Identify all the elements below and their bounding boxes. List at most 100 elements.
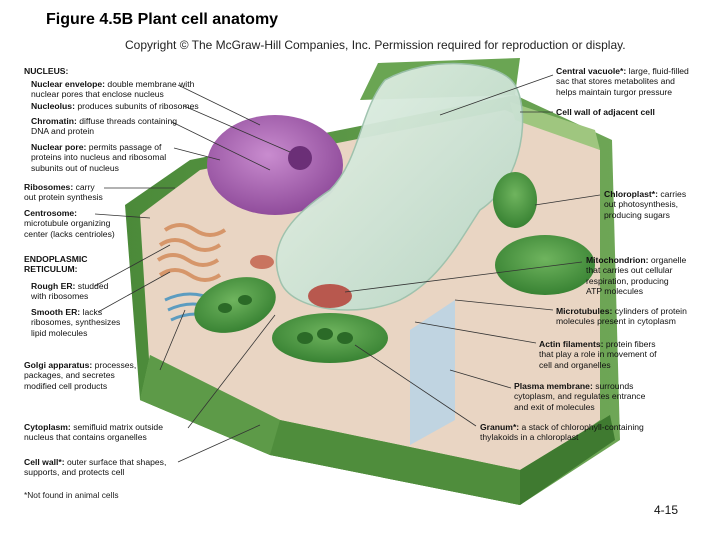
plasma-membrane (410, 300, 455, 445)
er-header-line: RETICULUM: (24, 264, 78, 275)
label-desc: large, fluid-filled (628, 66, 689, 76)
label-name: Nucleolus: (31, 101, 75, 111)
label-desc: produces subunits of ribosomes (77, 101, 199, 111)
label-rough-er: Rough ER: studded with ribosomes (31, 281, 108, 302)
label-desc: semifluid matrix outside (73, 422, 163, 432)
label-desc: out photosynthesis, (604, 199, 679, 210)
label-desc: lacks (82, 307, 103, 317)
label-name: Mitochondrion: (586, 255, 649, 265)
label-desc: protein fibers (605, 339, 656, 349)
label-name: Ribosomes: (24, 182, 74, 192)
mitochondrion (250, 255, 274, 269)
chloroplast (493, 172, 537, 228)
label-desc: thylakoids in a chloroplast (480, 432, 579, 443)
label-adjacent-cell-wall: Cell wall of adjacent cell (556, 107, 655, 117)
label-chromatin: Chromatin: diffuse threads containing DN… (31, 116, 177, 137)
label-golgi: Golgi apparatus: processes, packages, an… (24, 360, 136, 391)
rough-er (156, 223, 227, 282)
nucleus-header: NUCLEUS: (24, 66, 69, 76)
label-desc: subunits out of nucleus (31, 162, 119, 173)
label-desc: nucleus that contains organelles (24, 432, 147, 443)
label-mitochondrion: Mitochondrion: organelle that carries ou… (586, 255, 686, 297)
label-desc: out protein synthesis (24, 192, 103, 203)
label-name: Cell wall*: (24, 457, 65, 467)
label-desc: center (lacks centrioles) (24, 228, 115, 239)
label-desc: packages, and secretes (24, 370, 115, 381)
chloroplast (194, 277, 276, 333)
label-desc: molecules present in cytoplasm (556, 316, 676, 327)
footnote: *Not found in animal cells (24, 490, 119, 500)
label-name: Chloroplast*: (604, 189, 658, 199)
label-name: Rough ER: (31, 281, 76, 291)
label-name: Microtubules: (556, 306, 613, 316)
label-nucleolus: Nucleolus: produces subunits of ribosome… (31, 101, 199, 111)
label-desc: cylinders of protein (614, 306, 687, 316)
label-actin-filaments: Actin filaments: protein fibers that pla… (539, 339, 657, 370)
label-name: Central vacuole*: (556, 66, 627, 76)
label-desc: respiration, producing (586, 275, 669, 286)
nucleolus (288, 146, 312, 170)
label-desc: supports, and protects cell (24, 467, 125, 478)
label-nuclear-envelope: Nuclear envelope: double membrane with n… (31, 79, 194, 100)
label-desc: outer surface that shapes, (66, 457, 167, 467)
label-desc: double membrane with (107, 79, 195, 89)
label-desc: a stack of chlorophyll-containing (521, 422, 644, 432)
label-desc: carries (660, 189, 687, 199)
label-desc: nuclear pores that enclose nucleus (31, 89, 164, 100)
label-central-vacuole: Central vacuole*: large, fluid-filled sa… (556, 66, 689, 97)
label-desc: carry (75, 182, 95, 192)
label-desc: producing sugars (604, 209, 670, 220)
label-name: Cell wall of adjacent cell (556, 107, 655, 117)
label-microtubules: Microtubules: cylinders of protein molec… (556, 306, 687, 327)
granum (218, 295, 353, 344)
label-name: Chromatin: (31, 116, 77, 126)
label-granum: Granum*: a stack of chlorophyll-containi… (480, 422, 644, 443)
label-desc: cell and organelles (539, 359, 611, 370)
label-desc: that carries out cellular (586, 265, 673, 276)
label-desc: and exit of molecules (514, 401, 595, 412)
label-desc: studded (77, 281, 109, 291)
label-desc: ATP molecules (586, 286, 643, 297)
label-desc: cytoplasm, and regulates entrance (514, 391, 646, 402)
label-desc: permits passage of (88, 142, 162, 152)
label-name: Cytoplasm: (24, 422, 71, 432)
label-desc: with ribosomes (31, 291, 89, 302)
label-cell-wall: Cell wall*: outer surface that shapes, s… (24, 457, 166, 478)
label-desc: helps maintain turgor pressure (556, 86, 673, 97)
label-chloroplast: Chloroplast*: carries out photosynthesis… (604, 189, 686, 220)
label-cytoplasm: Cytoplasm: semifluid matrix outside nucl… (24, 422, 163, 443)
leader-lines (94, 74, 601, 463)
er-header-line: ENDOPLASMIC (24, 254, 88, 264)
label-desc: modified cell products (24, 380, 108, 391)
label-name: Granum*: (480, 422, 520, 432)
label-desc: processes, (94, 360, 137, 370)
label-desc: lipid molecules (31, 327, 88, 338)
central-vacuole (275, 62, 524, 311)
label-name: Nuclear envelope: (31, 79, 106, 89)
label-smooth-er: Smooth ER: lacks ribosomes, synthesizes … (31, 307, 120, 338)
label-name: Smooth ER: (31, 307, 81, 317)
label-desc: that play a role in movement of (539, 349, 657, 360)
label-desc: sac that stores metabolites and (556, 76, 675, 87)
label-name: Actin filaments: (539, 339, 604, 349)
slide-title: Figure 4.5B Plant cell anatomy (46, 11, 279, 28)
label-desc: diffuse threads containing (79, 116, 178, 126)
label-desc: proteins into nucleus and ribosomal (31, 152, 167, 163)
label-ribosomes: Ribosomes: carry out protein synthesis (24, 182, 103, 203)
label-name: Centrosome: (24, 208, 78, 218)
label-plasma-membrane: Plasma membrane: surrounds cytoplasm, an… (514, 381, 645, 412)
page-number: 4-15 (654, 503, 679, 517)
copyright-notice: Copyright © The McGraw-Hill Companies, I… (125, 38, 626, 52)
er-header: ENDOPLASMIC RETICULUM: (24, 254, 88, 275)
label-desc: surrounds (595, 381, 634, 391)
label-desc: ribosomes, synthesizes (31, 317, 121, 328)
label-desc: DNA and protein (31, 126, 95, 137)
label-nuclear-pore: Nuclear pore: permits passage of protein… (31, 142, 166, 173)
label-name: Plasma membrane: (514, 381, 593, 391)
label-desc: organelle (650, 255, 687, 265)
nucleus (207, 115, 343, 215)
adjacent-cell-wall (510, 102, 600, 150)
label-name: Nuclear pore: (31, 142, 87, 152)
label-centrosome: Centrosome: microtubule organizing cente… (24, 208, 115, 239)
